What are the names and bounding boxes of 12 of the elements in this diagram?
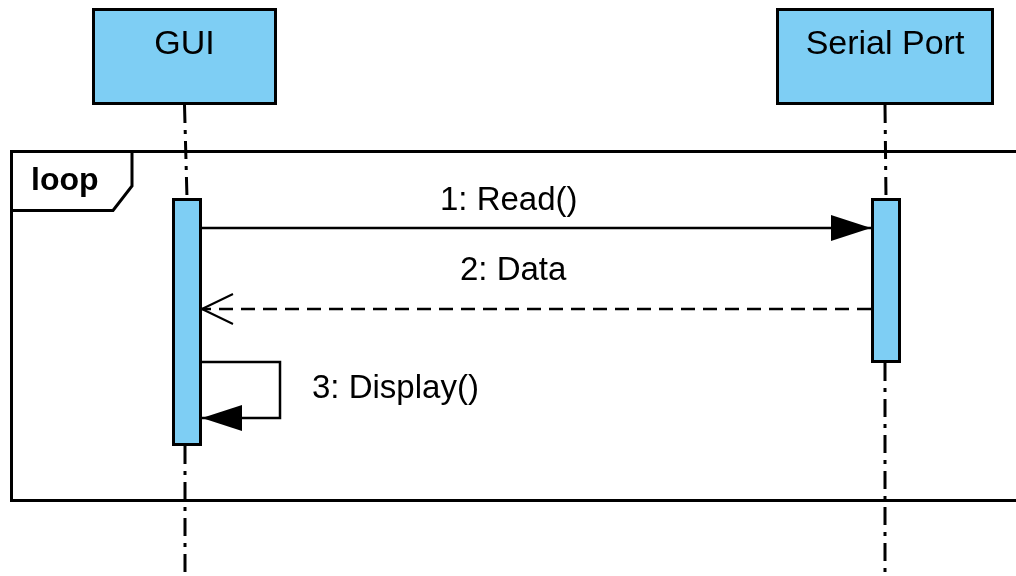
- lifeline-name: GUI: [153, 23, 216, 62]
- lifeline-head: [776, 8, 994, 105]
- activation-bar: [172, 198, 202, 446]
- lifeline: [883, 105, 888, 198]
- activation-bar: [871, 198, 901, 363]
- lifeline-name: Serial Port: [804, 23, 966, 62]
- frame-label: loop: [31, 161, 99, 198]
- return-arrow: [201, 293, 871, 325]
- message-arrow: [202, 360, 282, 431]
- lifeline-head: [92, 8, 277, 105]
- loop-frame: [10, 150, 1016, 502]
- message-arrow: [202, 215, 871, 241]
